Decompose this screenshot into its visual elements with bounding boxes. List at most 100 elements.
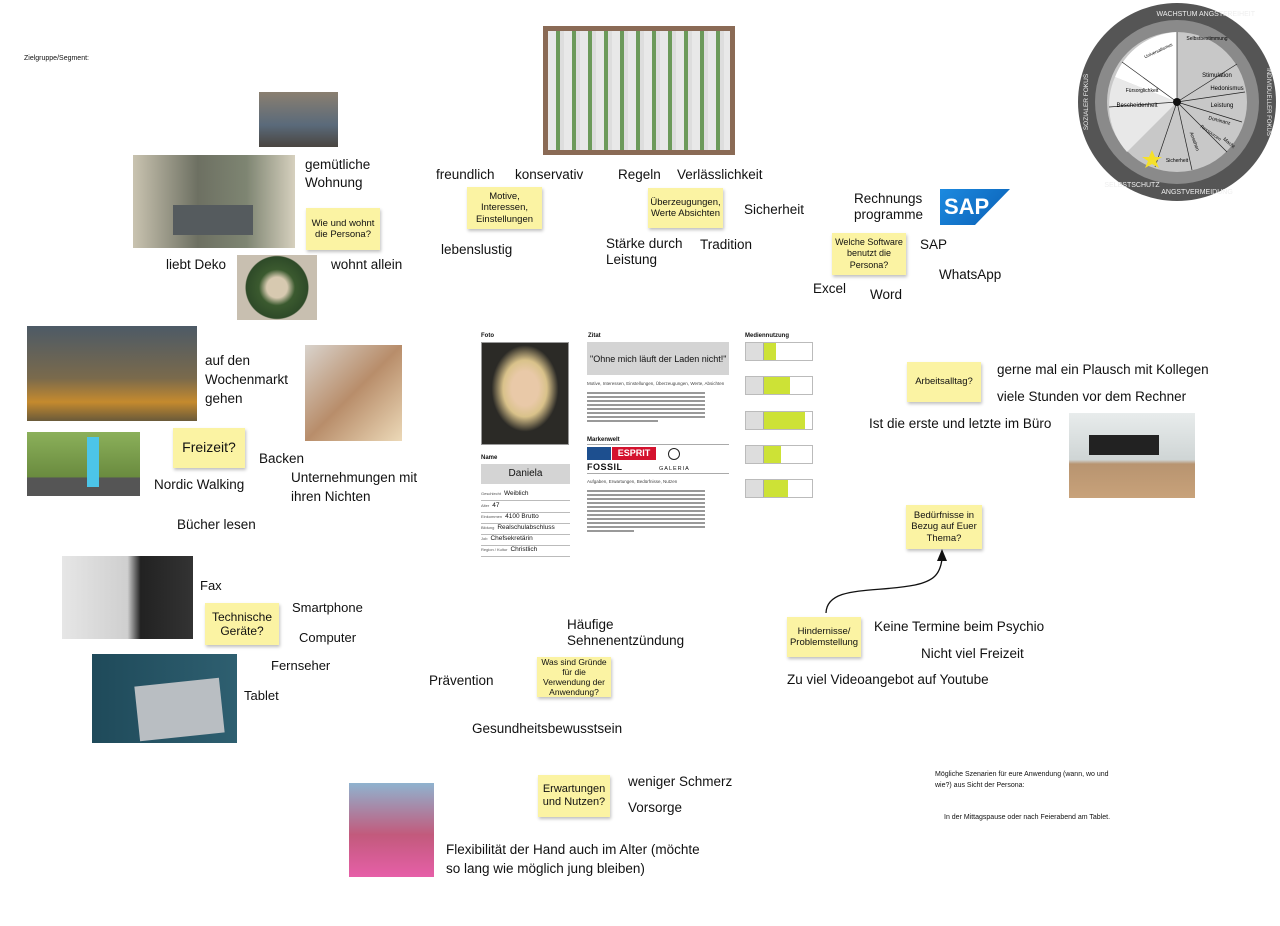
- motive-text: [587, 392, 705, 424]
- sticky-gruende[interactable]: Was sind Gründe für die Verwendung der A…: [537, 657, 611, 697]
- market-photo: [27, 326, 197, 421]
- tablet-icon: [746, 377, 764, 395]
- note: freundlich: [436, 167, 495, 182]
- wheel-inner-label: Fürsorglichkeit: [1126, 88, 1159, 94]
- wheel-outer-label: SOZIALER FOKUS: [1083, 73, 1090, 130]
- field-value: Chefsekretärin: [490, 535, 533, 542]
- note: Smartphone: [292, 600, 363, 615]
- note: wohnt allein: [331, 257, 403, 272]
- wheel-inner-label: Sicherheit: [1166, 158, 1189, 164]
- aufgaben-label: Aufgaben, Erwartungen, Bedürfnisse, Nutz…: [587, 479, 678, 484]
- wheel-inner-label: Hedonismus: [1210, 86, 1243, 92]
- brand-esprit: ESPRIT: [612, 447, 656, 460]
- note: Backen: [259, 451, 305, 466]
- note: Verlässlichkeit: [677, 167, 763, 182]
- sofa-photo: [259, 92, 338, 147]
- note: Fax: [200, 578, 222, 593]
- divider: [587, 444, 729, 445]
- sticky-arbeit[interactable]: Arbeitsalltag?: [907, 362, 981, 402]
- note: Gesundheitsbewusstsein: [472, 721, 623, 736]
- field-value: Realschulabschluss: [497, 524, 555, 531]
- wreath-photo: [237, 255, 317, 320]
- fax-photo: [62, 556, 193, 639]
- note: Fernseher: [271, 658, 331, 673]
- star-icon: [1142, 150, 1162, 168]
- active-woman-photo: [349, 783, 434, 877]
- brand-galeria: GALERIA: [659, 466, 690, 472]
- note: Tradition: [700, 237, 753, 252]
- note: Regeln: [618, 167, 661, 182]
- note: auf den Wochenmarkt gehen: [205, 353, 289, 406]
- note: konservativ: [515, 167, 584, 182]
- note: Häufige Sehnenentzündung: [567, 617, 685, 648]
- arrow-icon: [825, 549, 947, 614]
- wheel-outer-label: WACHSTUM: [1157, 11, 1198, 18]
- persona-quote: "Ohne mich läuft der Laden nicht!": [587, 342, 729, 375]
- media-usage-laptop: [745, 410, 813, 430]
- note: viele Stunden vor dem Rechner: [997, 389, 1187, 404]
- wheel-inner-label: Leistung: [1211, 103, 1234, 109]
- field-value: 47: [492, 502, 500, 509]
- brand-fossil: FOSSIL: [587, 462, 623, 472]
- note: Unternehmungen mit ihren Nichten: [291, 470, 418, 504]
- brand-logo-sfs: [587, 447, 611, 460]
- note: Sicherheit: [744, 202, 805, 217]
- note: Flexibilität der Hand auch im Alter (möc…: [446, 842, 700, 876]
- note: Keine Termine beim Psychio: [874, 619, 1045, 634]
- sticky-erwartungen[interactable]: Erwartungen und Nutzen?: [538, 775, 610, 817]
- sticky-motive[interactable]: Motive, Interessen, Einstellungen: [467, 187, 542, 229]
- sticky-wohnen[interactable]: Wie und wohnt die Persona?: [306, 208, 380, 250]
- sticky-freizeit[interactable]: Freizeit?: [173, 428, 245, 468]
- wheel-outer-label: ANGSTFREIHEIT: [1199, 11, 1256, 18]
- living-room-photo: [133, 155, 295, 248]
- office-shelf-photo: [543, 26, 735, 155]
- persona-name: Daniela: [481, 464, 570, 484]
- note: Word: [870, 287, 903, 302]
- media-usage-desktop: [745, 444, 813, 464]
- field-value: Weiblich: [504, 490, 529, 497]
- usage-fill: [764, 343, 776, 360]
- laptop-icon: [746, 411, 764, 429]
- note: Ist die erste und letzte im Büro: [869, 416, 1052, 431]
- marken-label: Markenwelt: [587, 437, 620, 443]
- field-value: Christlich: [510, 546, 538, 553]
- radio-icon: [746, 480, 764, 498]
- sticky-werte[interactable]: Überzeugungen, Werte Absichten: [648, 188, 723, 228]
- sticky-geraete[interactable]: Technische Geräte?: [205, 603, 279, 645]
- wheel-outer-label: SELBSTSCHUTZ: [1104, 182, 1160, 189]
- wheel-inner-label: Dominanz: [1208, 115, 1232, 127]
- note: In der Mittagspause oder nach Feierabend…: [944, 814, 1111, 821]
- note: WhatsApp: [939, 267, 1002, 282]
- note: lebenslustig: [441, 242, 513, 257]
- sap-logo: SAP: [940, 189, 1010, 225]
- media-label: Mediennutzung: [745, 333, 789, 339]
- values-wheel: WACHSTUM ANGSTFREIHEIT INDIVIDUELLER FOK…: [1078, 3, 1276, 201]
- note: Stärke durch Leistung: [606, 236, 683, 267]
- media-usage-smartphone: [745, 342, 813, 361]
- name-label: Name: [481, 455, 498, 461]
- field-key: Alter: [481, 503, 490, 508]
- media-usage-radio: [745, 479, 813, 499]
- note: weniger Schmerz: [628, 774, 733, 789]
- field-key: Job: [481, 536, 488, 541]
- note: gemütliche Wohnung: [305, 157, 371, 190]
- note: Bücher lesen: [177, 517, 256, 532]
- field-key: Bildung: [481, 525, 495, 530]
- sticky-software[interactable]: Welche Software benutzt die Persona?: [832, 233, 906, 275]
- note: Zu viel Videoangebot auf Youtube: [787, 672, 989, 687]
- wheel-inner-label: Bescheidenheit: [1116, 103, 1157, 109]
- sticky-beduerfnisse[interactable]: Bedürfnisse in Bezug auf Euer Thema?: [906, 505, 982, 549]
- galeria-logo-icon: [668, 448, 680, 460]
- sticky-hindernisse[interactable]: Hindernisse/ Problemstellung: [787, 617, 861, 657]
- note: SAP: [920, 237, 948, 252]
- segment-label: Zielgruppe/Segment:: [24, 55, 89, 62]
- motive-label: Motive, Interessen, Einstellungen, Überz…: [587, 381, 725, 386]
- note: Prävention: [429, 673, 494, 688]
- note: Vorsorge: [628, 800, 683, 815]
- note: Excel: [813, 281, 847, 296]
- field-key: Einkommen: [481, 514, 503, 519]
- note: Computer: [299, 630, 357, 645]
